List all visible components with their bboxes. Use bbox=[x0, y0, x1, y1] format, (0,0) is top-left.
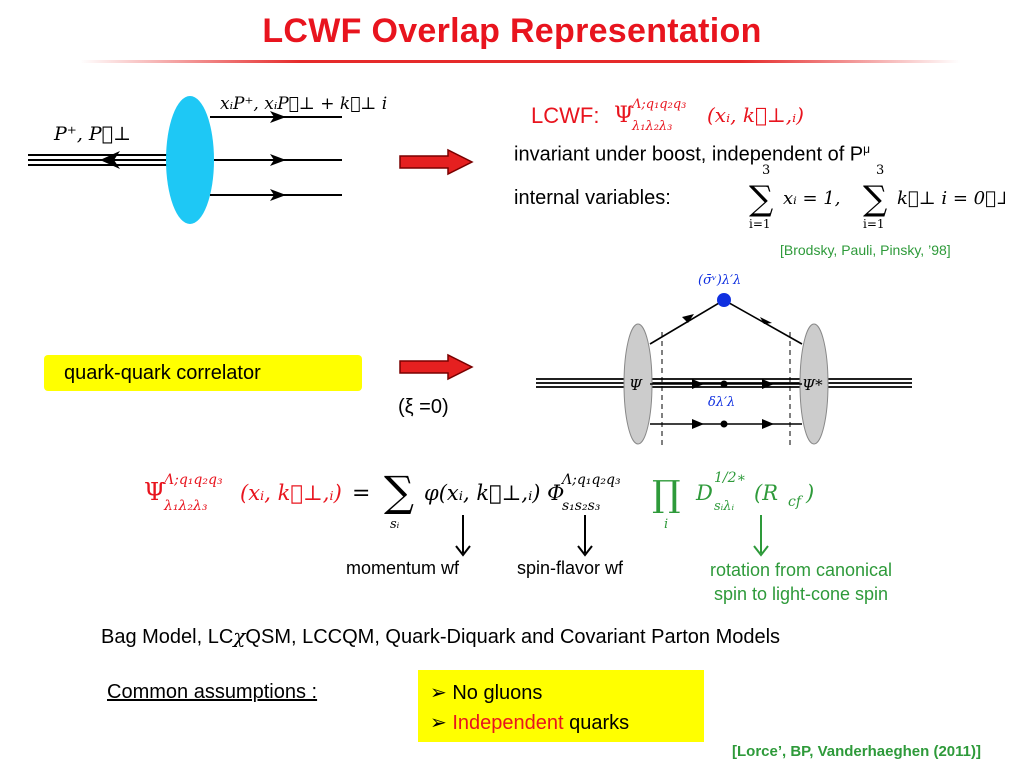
svg-text:Ψ*: Ψ* bbox=[802, 376, 823, 394]
svg-text:i: i bbox=[664, 517, 668, 532]
svg-text:xᵢ = 1,: xᵢ = 1, bbox=[783, 188, 840, 209]
outgoing-quark-lines bbox=[210, 116, 342, 196]
lcwf-formula: Ψ Λ;q₁q₂q₃ λ₁λ₂λ₃ (xᵢ, k⃗⊥,ᵢ) bbox=[614, 97, 804, 134]
invariant-text: invariant under boost, independent of Pμ bbox=[514, 142, 871, 166]
rotation-label: rotation from canonical spin to light-co… bbox=[709, 560, 893, 604]
svg-text:(R: (R bbox=[754, 481, 778, 505]
rotation-arrow bbox=[753, 515, 769, 557]
svg-text:∑: ∑ bbox=[863, 179, 887, 219]
models-list: Bag Model, LCχQSM, LCCQM, Quark-Diquark … bbox=[101, 624, 781, 648]
cut-lines bbox=[661, 332, 791, 447]
assumption-item: ➢ No gluons bbox=[430, 682, 543, 704]
svg-text:D: D bbox=[695, 481, 713, 505]
svg-text:=: = bbox=[352, 481, 370, 506]
svg-text:s₁s₂s₃: s₁s₂s₃ bbox=[562, 498, 601, 514]
psi-symbol: Ψ bbox=[614, 103, 633, 128]
vertex-bottom bbox=[720, 420, 728, 428]
vertex-middle bbox=[720, 380, 728, 388]
quark-arrowhead-2 bbox=[270, 154, 286, 166]
overlap-equation: Ψ Λ;q₁q₂q₃ λ₁λ₂λ₃ (xᵢ, k⃗⊥,ᵢ) = ∑ sᵢ φ(x… bbox=[144, 467, 814, 532]
incoming-arrowhead bbox=[100, 151, 120, 169]
spin-flavor-arrow bbox=[577, 515, 593, 557]
svg-text:k⃗⊥ i = 0⃗⊥: k⃗⊥ i = 0⃗⊥ bbox=[897, 188, 1005, 209]
svg-text:∑: ∑ bbox=[384, 467, 414, 516]
title-divider bbox=[80, 60, 960, 63]
red-arrow-middle bbox=[399, 353, 474, 381]
brodsky-reference: [Brodsky, Pauli, Pinsky, ’98] bbox=[780, 242, 951, 258]
wavefunction-blob bbox=[166, 96, 214, 224]
outgoing-momentum-label: xᵢP⁺, xᵢP⃗⊥ + k⃗⊥ i bbox=[220, 94, 387, 114]
momentum-wf-label: momentum wf bbox=[346, 558, 460, 578]
assumptions-label: Common assumptions : bbox=[107, 681, 318, 703]
svg-text:λ₁λ₂λ₃: λ₁λ₂λ₃ bbox=[163, 498, 208, 514]
citation: [Lorce’, BP, Vanderhaeghen (2011)] bbox=[732, 743, 981, 760]
correlator-label: quark-quark correlator bbox=[44, 355, 362, 391]
internal-constraints: 3 ∑ i=1 xᵢ = 1, 3 ∑ i=1 k⃗⊥ i = 0⃗⊥ bbox=[749, 163, 1005, 231]
psi-subscript: λ₁λ₂λ₃ bbox=[631, 119, 672, 134]
internal-variables-label: internal variables: bbox=[514, 187, 671, 209]
svg-text:i=1: i=1 bbox=[863, 217, 885, 231]
quark-arrowhead-1 bbox=[270, 111, 286, 123]
red-arrow-top bbox=[399, 148, 474, 176]
svg-text:Ψ: Ψ bbox=[144, 478, 165, 506]
svg-text:Λ;q₁q₂q₃: Λ;q₁q₂q₃ bbox=[162, 472, 223, 488]
vertex-top bbox=[717, 293, 731, 307]
svg-text:3: 3 bbox=[762, 163, 770, 178]
svg-text:(σ̄ᵛ)λ′λ: (σ̄ᵛ)λ′λ bbox=[698, 273, 741, 288]
page-title: LCWF Overlap Representation bbox=[262, 12, 762, 50]
svg-text:sᵢ: sᵢ bbox=[390, 517, 400, 532]
svg-text:∑: ∑ bbox=[749, 179, 773, 219]
svg-text:(xᵢ, k⃗⊥,ᵢ): (xᵢ, k⃗⊥,ᵢ) bbox=[240, 481, 342, 505]
svg-text:φ(xᵢ, k⃗⊥,ᵢ) Φ: φ(xᵢ, k⃗⊥,ᵢ) Φ bbox=[424, 481, 564, 505]
svg-text:sᵢλᵢ: sᵢλᵢ bbox=[714, 499, 735, 514]
assumption-item: ➢ Independent quarks bbox=[430, 712, 630, 734]
xi-zero-label: (ξ =0) bbox=[398, 396, 449, 418]
quark-arrowhead-3 bbox=[270, 189, 286, 201]
svg-text:1/2∗: 1/2∗ bbox=[714, 470, 746, 486]
svg-text:): ) bbox=[805, 481, 814, 505]
psi-superscript: Λ;q₁q₂q₃ bbox=[631, 97, 686, 112]
svg-text:Ψ: Ψ bbox=[629, 376, 643, 394]
momentum-arrow bbox=[455, 515, 471, 557]
lcwf-prefix: LCWF: bbox=[531, 103, 600, 128]
incoming-momentum-label: P⁺, P⃗⊥ bbox=[53, 123, 131, 145]
svg-text:Λ;q₁q₂q₃: Λ;q₁q₂q₃ bbox=[560, 472, 621, 488]
svg-text:cf: cf bbox=[788, 494, 804, 510]
psi-arguments: (xᵢ, k⃗⊥,ᵢ) bbox=[707, 103, 804, 127]
svg-text:3: 3 bbox=[876, 163, 884, 178]
spin-flavor-wf-label: spin-flavor wf bbox=[517, 558, 624, 578]
assumptions-box: ➢ No gluons ➢ Independent quarks bbox=[418, 670, 704, 742]
overlap-diagram: Ψ Ψ* (σ̄ᵛ)λ′λ δλ′λ bbox=[536, 273, 912, 447]
svg-text:δλ′λ: δλ′λ bbox=[708, 395, 735, 410]
svg-text:i=1: i=1 bbox=[749, 217, 771, 231]
lcwf-diagram: P⁺, P⃗⊥ xᵢP⁺, xᵢP⃗⊥ + k⃗⊥ i bbox=[28, 94, 387, 224]
svg-text:∏: ∏ bbox=[652, 474, 681, 515]
